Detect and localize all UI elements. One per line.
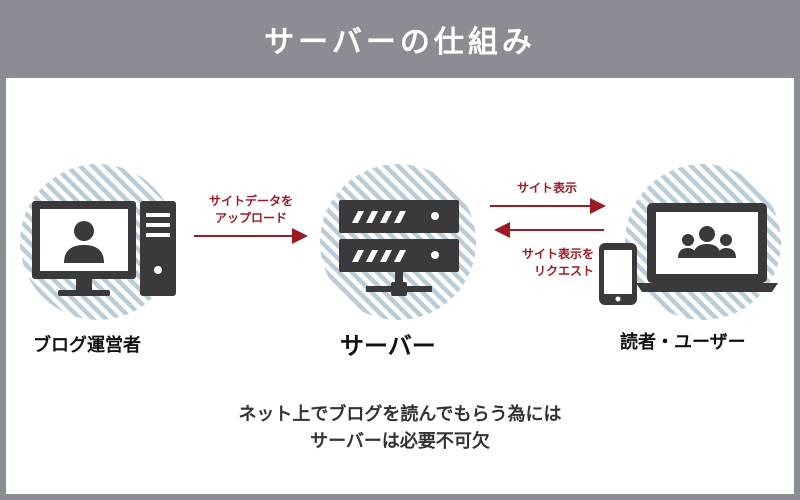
smartphone-icon — [599, 243, 637, 305]
request-arrow-label: サイト表示を リクエスト — [470, 246, 594, 280]
request-label-line2: リクエスト — [533, 264, 594, 278]
server-label: サーバー — [340, 332, 436, 360]
upload-arrow-label: サイトデータを アップロード — [194, 193, 308, 227]
request-label-line1: サイト表示を — [521, 247, 594, 261]
display-arrow-label: サイト表示 — [490, 180, 604, 197]
desktop-computer-user-icon — [32, 201, 176, 296]
upload-label-line2: アップロード — [214, 211, 287, 225]
server-rack-icon — [339, 200, 459, 296]
caption-line1: ネット上でブログを読んでもらう為には — [238, 404, 562, 425]
title-bar: サーバーの仕組み — [0, 0, 800, 78]
display-label-line1: サイト表示 — [516, 181, 577, 195]
upload-label-line1: サイトデータを — [208, 194, 293, 208]
operator-label: ブログ運営者 — [33, 335, 141, 356]
caption-line2: サーバーは必要不可欠 — [310, 431, 490, 452]
reader-label: 読者・ユーザー — [620, 332, 746, 353]
laptop-users-icon — [636, 203, 778, 292]
caption: ネット上でブログを読んでもらう為には サーバーは必要不可欠 — [200, 401, 600, 455]
diagram-title: サーバーの仕組み — [264, 25, 536, 60]
